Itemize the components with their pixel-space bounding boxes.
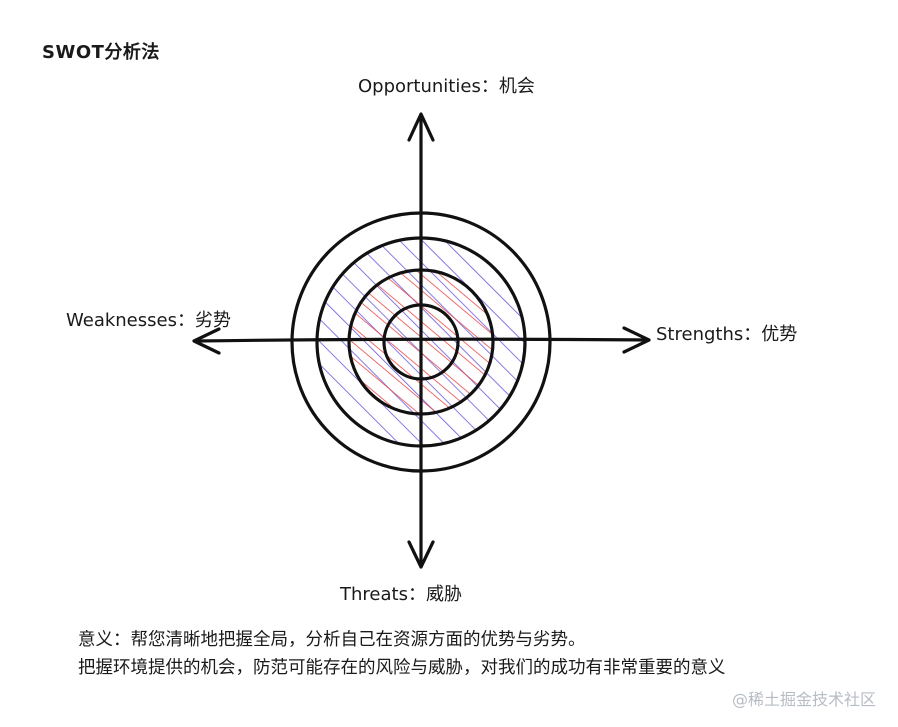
meaning-text: 意义：帮您清晰地把握全局，分析自己在资源方面的优势与劣势。 把握环境提供的机会，… xyxy=(78,626,726,682)
meaning-line-2: 把握环境提供的机会，防范可能存在的风险与威胁，对我们的成功有非常重要的意义 xyxy=(78,658,726,678)
arrow-down-icon xyxy=(407,540,435,569)
arrow-up-icon xyxy=(407,112,435,142)
arrow-right-icon xyxy=(622,326,651,354)
arrow-left-icon xyxy=(192,327,221,355)
meaning-line-1: 意义：帮您清晰地把握全局，分析自己在资源方面的优势与劣势。 xyxy=(78,630,586,650)
opportunities-label: Opportunities：机会 xyxy=(358,76,535,97)
watermark: @稀土掘金技术社区 xyxy=(731,690,876,709)
threats-label: Threats：威胁 xyxy=(340,584,462,605)
horizontal-axis xyxy=(193,337,650,343)
diagram-title: SWOT分析法 xyxy=(42,42,160,63)
strengths-label: Strengths：优势 xyxy=(656,324,798,345)
weaknesses-label: Weaknesses：劣势 xyxy=(66,310,231,331)
